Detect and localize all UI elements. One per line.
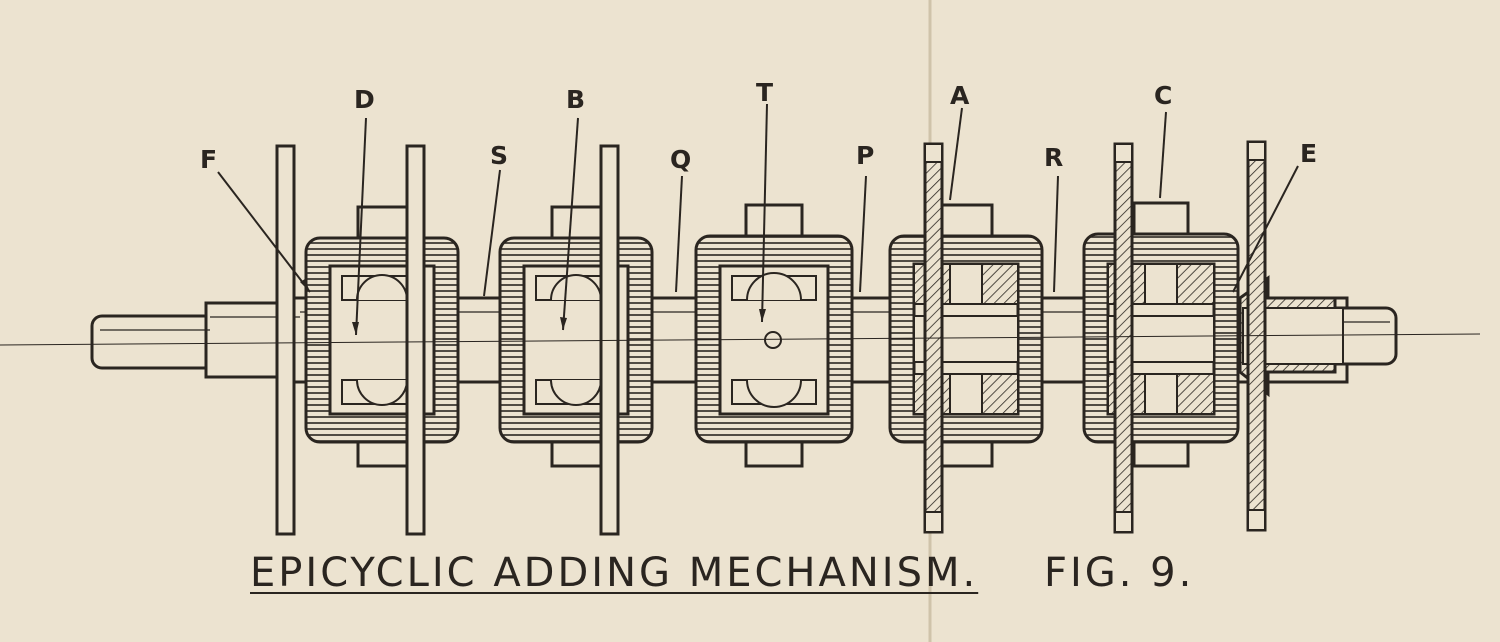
gear-unit-B xyxy=(498,205,654,468)
gear-unit-A xyxy=(888,203,1044,468)
label-P: P xyxy=(856,141,874,170)
gear-unit-C xyxy=(1082,201,1240,468)
caption-title: EPICYCLIC ADDING MECHANISM. xyxy=(250,550,979,596)
label-E: E xyxy=(1300,139,1317,168)
label-R: R xyxy=(1044,143,1063,172)
figure-number: FIG. 9. xyxy=(1043,550,1195,596)
center-axis-line xyxy=(0,333,1481,346)
label-A: A xyxy=(950,81,970,110)
gear-unit-T xyxy=(694,203,854,468)
label-D: D xyxy=(354,85,375,114)
gear-unit-D xyxy=(304,205,460,468)
label-F: F xyxy=(200,145,217,174)
label-T: T xyxy=(756,78,773,107)
label-S: S xyxy=(490,141,508,170)
leader-lines xyxy=(217,103,1299,336)
label-C: C xyxy=(1154,81,1172,110)
label-B: B xyxy=(566,85,585,114)
disc xyxy=(275,140,1267,536)
figure-caption: EPICYCLIC ADDING MECHANISM. FIG. 9. xyxy=(250,550,1194,596)
leader-arrows xyxy=(300,279,766,335)
label-Q: Q xyxy=(670,145,691,174)
